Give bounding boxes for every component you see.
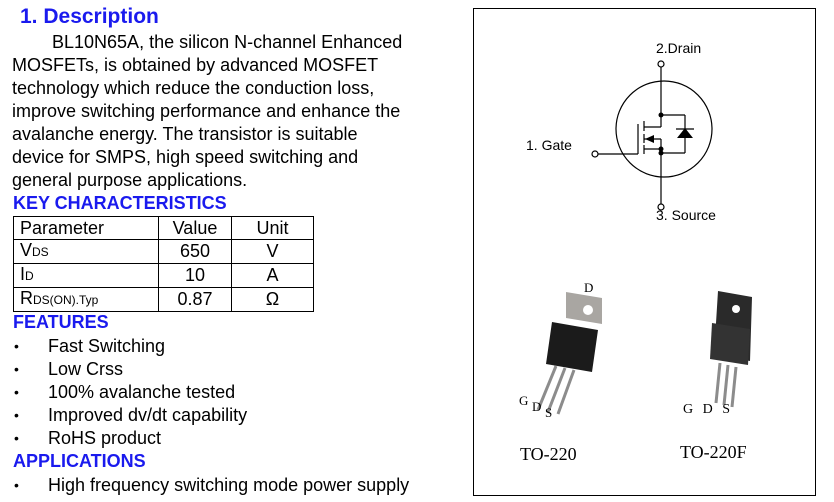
header-cell: Parameter bbox=[13, 216, 159, 240]
desc-line: MOSFETs, is obtained by advanced MOSFET bbox=[12, 55, 379, 75]
applications-list: High frequency switching mode power supp… bbox=[0, 474, 409, 497]
description-text: BL10N65A, the silicon N-channel Enhanced… bbox=[12, 31, 457, 192]
drain-label: 2.Drain bbox=[656, 40, 702, 56]
desc-line: device for SMPS, high speed switching an… bbox=[12, 147, 359, 167]
unit-cell: V bbox=[231, 239, 314, 264]
gate-label: 1. Gate bbox=[526, 137, 572, 153]
pin-label-s: S bbox=[545, 405, 553, 420]
pinout-figure-box bbox=[473, 8, 816, 496]
param-cell: ID bbox=[13, 263, 159, 288]
source-label: 3. Source bbox=[656, 207, 716, 223]
header-cell: Value bbox=[158, 216, 232, 240]
features-heading: FEATURES bbox=[13, 312, 109, 332]
table-row: VDS 650 V bbox=[13, 239, 314, 264]
desc-line: general purpose applications. bbox=[12, 170, 248, 190]
features-list: Fast Switching Low Crss 100% avalanche t… bbox=[0, 335, 247, 450]
pin-label-d: D bbox=[532, 399, 542, 414]
value-cell: 0.87 bbox=[158, 287, 232, 312]
table-row: ID 10 A bbox=[13, 263, 314, 288]
param-cell: RDS(ON).Typ bbox=[13, 287, 159, 312]
key-characteristics-table: Parameter Value Unit VDS 650 V ID 10 A R… bbox=[13, 216, 314, 312]
list-item: High frequency switching mode power supp… bbox=[0, 474, 409, 497]
desc-line: technology which reduce the conduction l… bbox=[12, 78, 375, 98]
header-cell: Unit bbox=[231, 216, 314, 240]
value-cell: 10 bbox=[158, 263, 232, 288]
package-name-to220: TO-220 bbox=[520, 444, 577, 464]
list-item: RoHS product bbox=[0, 427, 247, 450]
param-cell: VDS bbox=[13, 239, 159, 264]
key-characteristics-heading: KEY CHARACTERISTICS bbox=[13, 193, 227, 213]
mosfet-symbol-icon bbox=[591, 60, 713, 211]
list-item: Low Crss bbox=[0, 358, 247, 381]
unit-cell: Ω bbox=[231, 287, 314, 312]
to220-package-icon bbox=[536, 292, 602, 415]
applications-heading: APPLICATIONS bbox=[13, 451, 146, 471]
list-item: Improved dv/dt capability bbox=[0, 404, 247, 427]
pin-label-g: G bbox=[519, 393, 529, 408]
desc-line: BL10N65A, the silicon N-channel Enhanced bbox=[52, 32, 403, 52]
desc-line: avalanche energy. The transistor is suit… bbox=[12, 124, 358, 144]
value-cell: 650 bbox=[158, 239, 232, 264]
pin-labels-to220f: G D S bbox=[683, 402, 734, 417]
package-name-to220f: TO-220F bbox=[680, 442, 747, 462]
desc-line: improve switching performance and enhanc… bbox=[12, 101, 401, 121]
unit-cell: A bbox=[231, 263, 314, 288]
to220f-package-icon bbox=[710, 291, 752, 408]
table-row: RDS(ON).Typ 0.87 Ω bbox=[13, 287, 314, 312]
description-heading: 1. Description bbox=[20, 5, 159, 28]
tab-label-d: D bbox=[584, 280, 594, 295]
list-item: Fast Switching bbox=[0, 335, 247, 358]
table-header-row: Parameter Value Unit bbox=[13, 216, 314, 240]
list-item: 100% avalanche tested bbox=[0, 381, 247, 404]
